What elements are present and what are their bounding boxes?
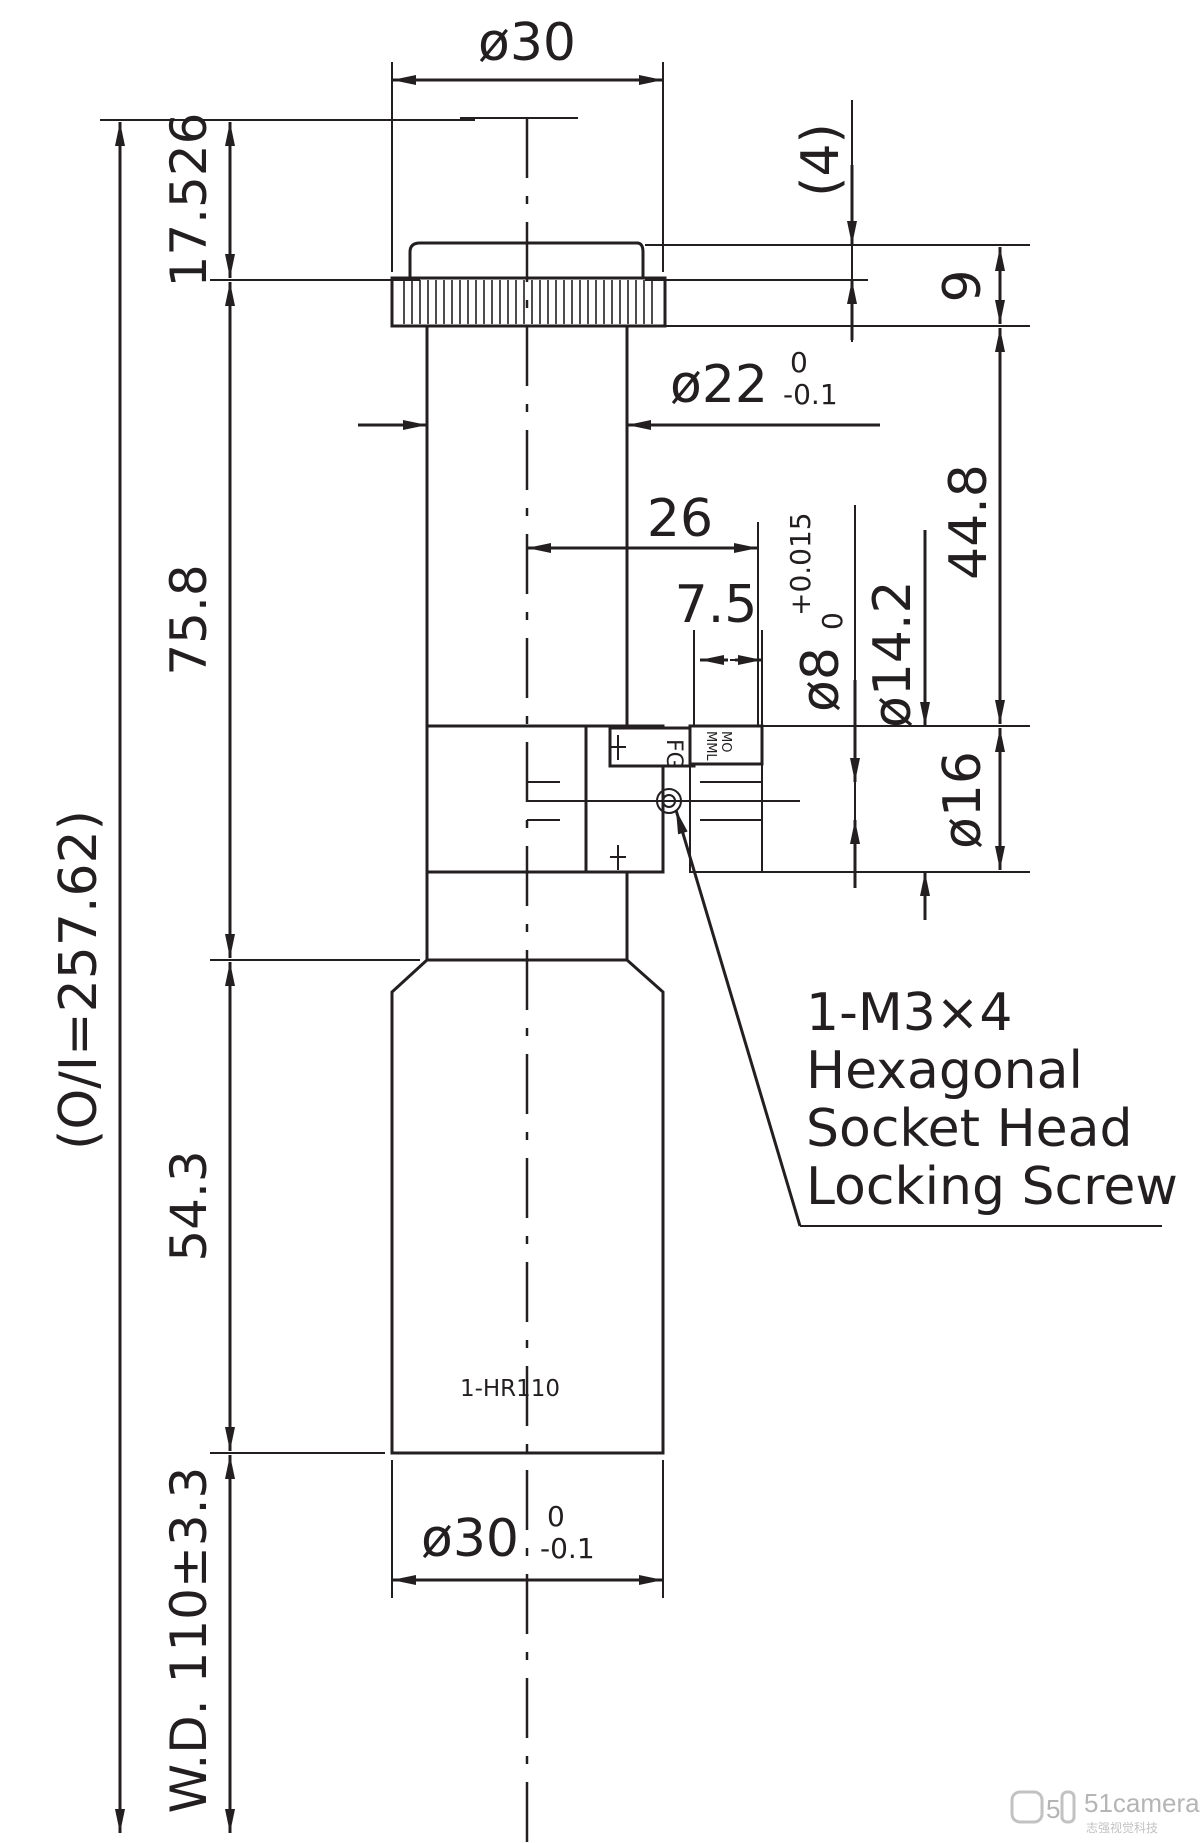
flange-to-port-label: 44.8 <box>939 464 999 580</box>
dim-top-offset: (4) <box>645 100 868 342</box>
svg-text:5: 5 <box>1046 1794 1060 1824</box>
port-hole-label: ø8 <box>791 647 851 712</box>
bottom-tol-upper: 0 <box>547 1500 565 1533</box>
dim-lower-body: 54.3 <box>160 962 235 1451</box>
watermark: 5 51camera 志强视觉科技 <box>1010 1788 1200 1835</box>
dim-upper-body: 75.8 <box>160 282 235 958</box>
screw-note-line-4: Locking Screw <box>806 1157 1178 1217</box>
overall-length-label: (O/I=257.62) <box>49 810 109 1150</box>
dim-overall-length: (O/I=257.62) <box>49 122 125 1833</box>
flange-diameter-label: ø22 <box>670 355 768 415</box>
top-diameter-label: ø30 <box>478 13 576 73</box>
working-distance-label: W.D. 110±3.3 <box>160 1467 218 1814</box>
bottom-diameter-label: ø30 <box>421 1509 519 1569</box>
dim-flange-to-port: 44.8 <box>939 328 1005 724</box>
model-label: 1-HR110 <box>460 1376 560 1402</box>
lower-body-label: 54.3 <box>160 1150 218 1261</box>
dim-flange-diameter: ø22 0 -0.1 <box>358 346 880 430</box>
dim-top-diameter: ø30 <box>391 13 664 272</box>
screw-callout: 1-M3×4 Hexagonal Socket Head Locking Scr… <box>674 809 1178 1227</box>
dim-ring-height: 9 <box>933 247 1005 324</box>
watermark-sub: 志强视觉科技 <box>1086 1820 1158 1835</box>
port-depth-label: 7.5 <box>675 575 758 635</box>
watermark-brand: 51camera <box>1084 1788 1200 1818</box>
dim-port-hole: ø8 +0.015 0 <box>784 505 860 888</box>
bottom-tol-lower: -0.1 <box>540 1532 595 1565</box>
flange-tol-lower: -0.1 <box>783 378 838 411</box>
dim-working-distance: W.D. 110±3.3 <box>160 1455 235 1833</box>
port-flange-label: ø16 <box>933 751 993 849</box>
dim-port-flange: ø16 <box>933 728 1005 870</box>
top-offset-label: (4) <box>791 123 851 197</box>
port-tag-mo: MO <box>718 731 733 752</box>
knurl-lines <box>403 280 653 324</box>
dim-port-depth: 7.5 <box>675 575 763 726</box>
dim-top-height: 17.526 <box>160 113 235 288</box>
top-height-label: 17.526 <box>160 113 218 288</box>
ring-height-label: 9 <box>933 269 993 302</box>
port-hole-tol-lower: 0 <box>816 612 849 630</box>
port-offset-label: 26 <box>647 489 713 549</box>
port-tag-fg: FG <box>661 739 686 769</box>
screw-note-line-1: 1-M3×4 <box>806 983 1012 1043</box>
port-tag-mml: MML <box>703 731 718 761</box>
dim-bottom-diameter: ø30 0 -0.1 <box>391 1460 664 1598</box>
screw-note-line-3: Socket Head <box>806 1099 1133 1159</box>
flange-tol-upper: 0 <box>790 346 808 379</box>
coaxial-port: FG MML MO <box>527 724 800 874</box>
watermark-logo-icon: 5 <box>1010 1790 1076 1824</box>
dim-port-offset: 26 <box>527 489 759 725</box>
upper-body-label: 75.8 <box>160 564 218 675</box>
port-hole-tol-upper: +0.015 <box>784 512 817 616</box>
port-outer-label: ø14.2 <box>863 580 923 728</box>
screw-note-line-2: Hexagonal <box>806 1041 1083 1101</box>
